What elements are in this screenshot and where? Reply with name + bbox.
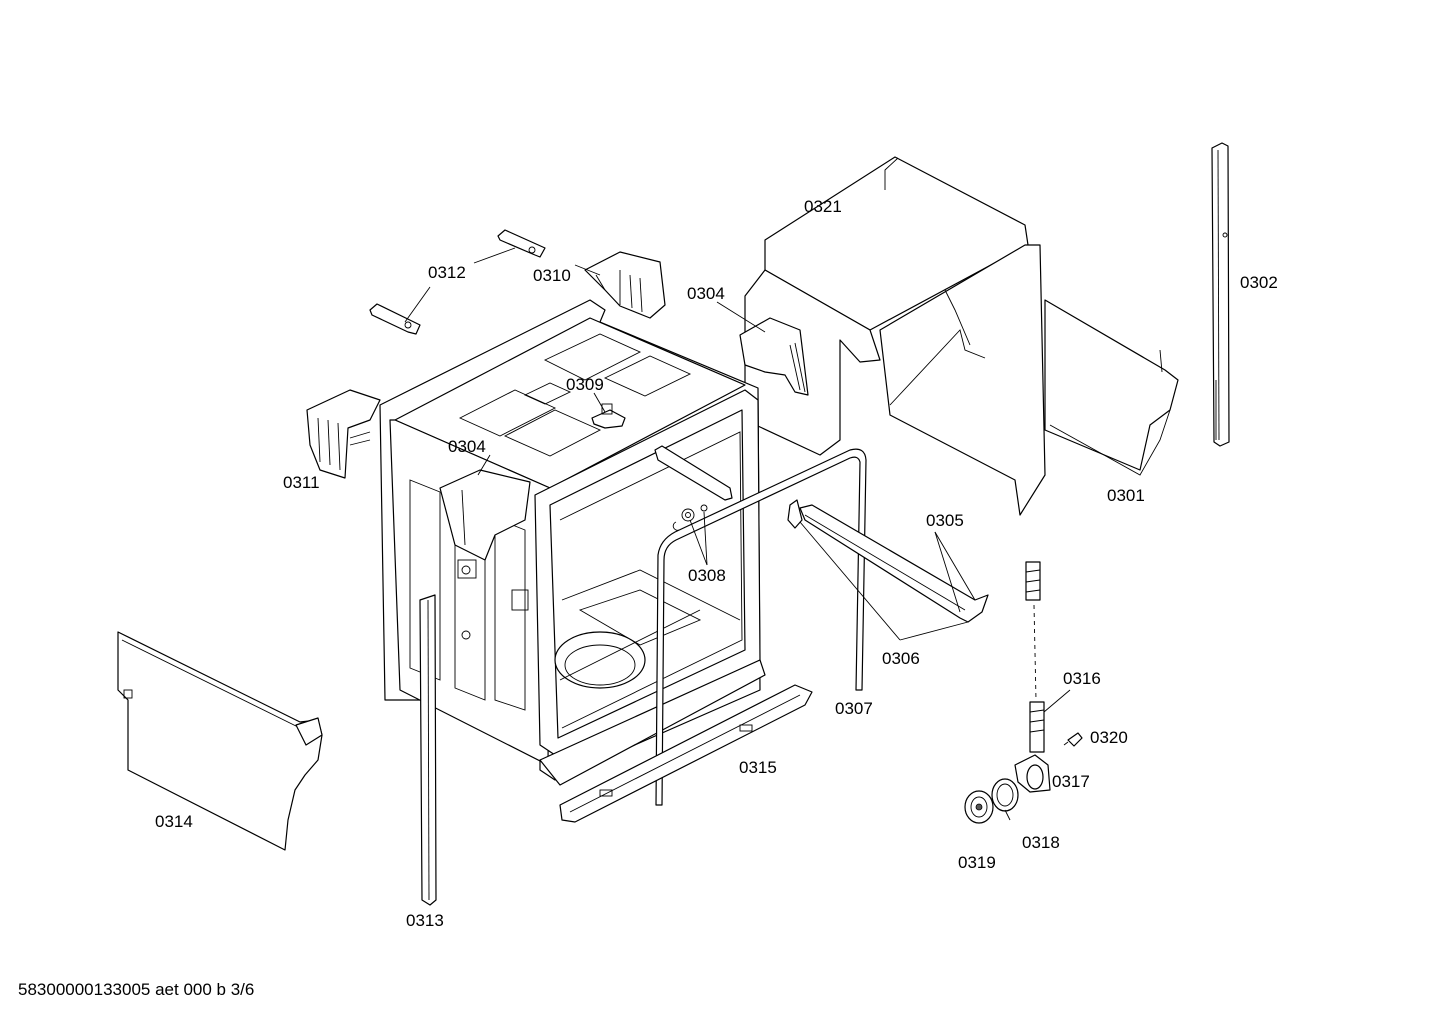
- document-id-footer: 58300000133005 aet 000 b 3/6: [18, 980, 255, 999]
- label-0301: 0301: [1107, 486, 1145, 505]
- vertical-strip-0313: [419, 594, 437, 906]
- label-0320: 0320: [1090, 728, 1128, 747]
- label-0312: 0312: [428, 263, 466, 282]
- label-0304-upper: 0304: [687, 284, 725, 303]
- plate-0312-a: [497, 229, 546, 258]
- bracket-0309: [591, 403, 626, 429]
- hose-0316: [1025, 561, 1045, 753]
- side-panel-0301: [1044, 299, 1179, 476]
- rail-0305: [787, 499, 989, 623]
- label-0304-lower: 0304: [448, 437, 486, 456]
- label-0315: 0315: [739, 758, 777, 777]
- outer-cover-0321: [744, 156, 1046, 516]
- bracket-0311: [306, 389, 381, 479]
- label-0317: 0317: [1052, 772, 1090, 791]
- label-0321: 0321: [804, 197, 842, 216]
- plate-0312-b: [369, 303, 421, 335]
- part-labels: 0321 0302 0301 0304 0312 0310 0309 0304 …: [155, 197, 1278, 930]
- label-0305: 0305: [926, 511, 964, 530]
- label-0307: 0307: [835, 699, 873, 718]
- bracket-0304-lower: [439, 469, 531, 640]
- plinth-panel-0314: [117, 631, 323, 851]
- label-0314: 0314: [155, 812, 193, 831]
- bottom-rail-0315: [559, 684, 813, 823]
- label-0310: 0310: [533, 266, 571, 285]
- dishwasher-tub: [379, 299, 766, 786]
- label-0308: 0308: [688, 566, 726, 585]
- label-0306: 0306: [882, 649, 920, 668]
- bracket-0310: [584, 251, 666, 319]
- label-0313: 0313: [406, 911, 444, 930]
- label-0316: 0316: [1063, 669, 1101, 688]
- leader-lines: [404, 247, 1071, 821]
- vertical-strip-0302: [1211, 142, 1230, 447]
- cap-0319: [964, 790, 994, 824]
- screw-0320: [1063, 732, 1083, 747]
- ring-0318: [991, 778, 1019, 812]
- label-0318: 0318: [1022, 833, 1060, 852]
- label-0319: 0319: [958, 853, 996, 872]
- label-0311: 0311: [283, 473, 320, 492]
- label-0309: 0309: [566, 375, 604, 394]
- connector-0317: [1014, 754, 1051, 793]
- bracket-0304-upper: [739, 317, 809, 396]
- label-0302: 0302: [1240, 273, 1278, 292]
- door-seal-0307: [655, 448, 867, 806]
